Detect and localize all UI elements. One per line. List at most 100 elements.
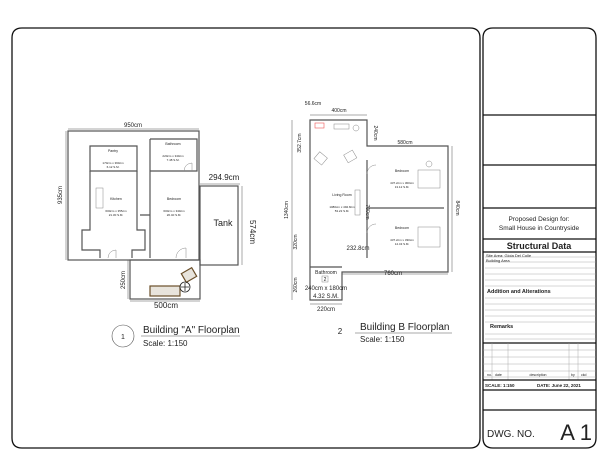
rev-header-by: by	[571, 373, 575, 377]
structural-data-heading: Structural Data	[507, 241, 573, 251]
door-swing	[175, 247, 187, 259]
drawing-scale: Scale: 1:150	[143, 339, 188, 348]
dim-label: 400cm	[331, 108, 346, 114]
room-area: 53.22 S.M.	[335, 209, 350, 213]
remarks-heading: Remarks	[490, 324, 513, 330]
room-number-box	[321, 275, 329, 283]
window-marker	[314, 122, 325, 129]
door-swing	[183, 162, 193, 172]
dim-label: 352.7cm	[297, 133, 303, 152]
bedroom-walls	[140, 138, 198, 258]
kitchen-counter	[95, 187, 104, 209]
dim-label: 840cm	[454, 200, 460, 215]
door-swing	[366, 164, 377, 175]
drawing-title: Building "A" Floorplan	[143, 325, 240, 336]
site-area: Site Area: Gioia Del Colle	[486, 253, 532, 258]
drawing-frame	[11, 27, 481, 449]
rev-header-ckd: ckd	[581, 373, 587, 377]
door-swing	[366, 223, 377, 234]
dim-label: 1340cm	[284, 201, 290, 219]
dim-label: 240cm	[372, 125, 378, 140]
room-area: 14.43 S.M.	[395, 242, 410, 246]
dwg-label: DWG. NO.	[487, 429, 535, 440]
dim-label: 580cm	[397, 140, 412, 146]
building-a-outline	[67, 130, 200, 261]
dim-label: 56.6cm	[305, 101, 321, 107]
room-size: 240cm x 180cm	[305, 286, 347, 292]
sofa	[149, 285, 181, 297]
armchair	[180, 266, 198, 284]
revision-table: no. date description by ckd	[483, 343, 596, 380]
dim-height: 935cm	[58, 186, 64, 204]
plant-cross	[181, 283, 189, 291]
drawing-title: Building B Floorplan	[360, 322, 450, 333]
dining-table	[354, 189, 361, 216]
tank-outline	[199, 185, 239, 266]
room-size: 437.2cm x 300cm	[390, 181, 414, 185]
room-name: Bathroom	[315, 270, 337, 276]
project-line2: Small House in Countryside	[499, 225, 580, 232]
dim-width: 950cm	[124, 123, 142, 129]
building-a-floorplan: Pantry 170cm x 360cm 6.12 S.M. Bathroom …	[58, 123, 257, 348]
room-name: Kitchen	[110, 197, 122, 201]
room-size: 437.2cm x 330cm	[390, 238, 414, 242]
sheet-scale: SCALE: 1:150	[485, 383, 515, 388]
interior-walls	[310, 160, 444, 268]
room-name: Living Room	[332, 193, 352, 197]
plant	[352, 124, 360, 132]
room-size: 170cm x 360cm	[102, 161, 124, 165]
dim-tank-height: 574cm	[248, 220, 257, 244]
kitchen-walls	[81, 171, 146, 258]
tv-unit	[333, 123, 350, 130]
room-name: Pantry	[108, 149, 118, 153]
dwg-number: A 1	[560, 420, 592, 445]
room-name: Bedroom	[167, 197, 181, 201]
dim-porch-height: 250cm	[121, 271, 127, 289]
ruled-lines	[485, 256, 596, 340]
dim-label: 320cm	[293, 234, 299, 249]
project-line1: Proposed Design for:	[508, 216, 569, 223]
drawing-number: 1	[121, 334, 125, 341]
porch-outline	[129, 259, 201, 300]
bed	[417, 169, 441, 189]
drawing-number-bubble	[111, 324, 135, 348]
tank-label: Tank	[213, 218, 233, 228]
dim-label: 760cm	[384, 271, 402, 277]
room-size: 600cm x 355cm	[105, 209, 127, 213]
title-block: Proposed Design for: Small House in Coun…	[483, 114, 596, 445]
door-swing	[107, 249, 117, 259]
building-b-floorplan: Living Room 1080cm x 492.8cm 53.22 S.M. …	[284, 101, 460, 344]
bed	[417, 226, 441, 248]
room-name: Bedroom	[395, 169, 409, 173]
room-area: 13.12 S.M.	[395, 185, 410, 189]
plant	[425, 160, 433, 168]
dim-porch-width: 500cm	[154, 301, 178, 310]
title-block-frame	[482, 27, 597, 449]
dim-label: 260cm	[293, 277, 299, 292]
room-area: 20.40 S.M.	[167, 213, 182, 217]
dim-tank-width: 294.9cm	[209, 173, 240, 182]
room-name: Bathroom	[165, 142, 180, 146]
plant-icon	[179, 281, 191, 293]
building-b-outline	[309, 119, 449, 301]
room-area: 7.48 S.M.	[167, 158, 180, 162]
drawing-scale: Scale: 1:150	[360, 335, 405, 344]
armchair	[343, 149, 358, 164]
room-size: 220cm x 340cm	[162, 154, 184, 158]
room-size: 1080cm x 492.8cm	[329, 205, 355, 209]
sheet-date: DATE: June 22, 2021	[537, 383, 581, 388]
dim-label: 220cm	[317, 307, 335, 313]
room-size: 600cm x 340cm	[163, 209, 185, 213]
dim-label: 700cm	[364, 204, 370, 219]
rev-header-date: date	[495, 373, 502, 377]
room-area: 4.32 S.M.	[313, 294, 339, 300]
rev-header-no: no.	[487, 373, 492, 377]
armchair	[313, 151, 328, 166]
room-area: 21.30 S.M.	[109, 213, 124, 217]
building-area: Building Area	[486, 258, 510, 263]
room-number: 2	[324, 277, 327, 283]
drawing-number: 2	[338, 327, 343, 336]
room-area: 6.12 S.M.	[107, 165, 120, 169]
additions-heading: Addition and Alterations	[487, 289, 551, 295]
